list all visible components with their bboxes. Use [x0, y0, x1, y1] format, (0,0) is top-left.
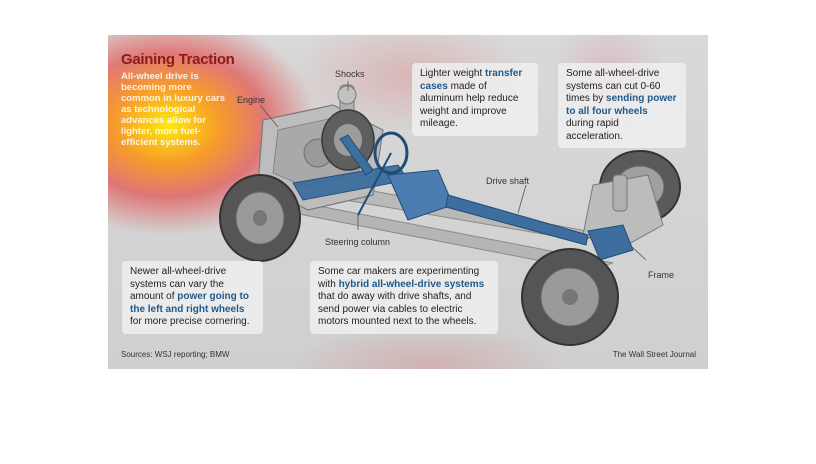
steering-column-label: Steering column — [325, 237, 391, 247]
frame-label: Frame — [648, 270, 675, 280]
steering-wheel — [357, 131, 409, 216]
callout-text: made of aluminum help reduce weight and … — [420, 80, 519, 130]
drive-shaft-label: Drive shaft — [486, 176, 530, 186]
callout-highlight: hybrid all-wheel-drive systems — [338, 278, 485, 290]
rear-left-wheel — [521, 248, 619, 346]
callout-text: for more precise cornering. — [130, 316, 250, 327]
callout-text: Some car makers are experimenting with — [318, 266, 480, 290]
callout-power-four-wheels: Some all-wheel-drive systems can cut 0-6… — [558, 63, 686, 148]
callout-highlight: power going to the left and right wheels — [130, 291, 249, 315]
sources-footer: Sources: WSJ reporting; BMW — [121, 350, 230, 359]
engine-label: Engine — [237, 95, 266, 105]
callout-text: Newer all-wheel-drive systems can vary t… — [130, 266, 227, 302]
graphic-title: Gaining Traction — [121, 51, 235, 68]
callout-highlight: transfer cases — [420, 68, 523, 92]
callout-transfer-cases: Lighter weight transfer cases made of al… — [412, 63, 538, 136]
credit-footer: The Wall Street Journal — [612, 350, 696, 359]
intro-text: All-wheel drive is becoming more common … — [121, 71, 226, 148]
chassis-illustration — [219, 81, 681, 346]
callout-text: that do away with drive shafts, and send… — [318, 291, 477, 327]
rear-differential — [587, 224, 634, 261]
callout-text: Some all-wheel-drive systems can cut 0-6… — [566, 68, 661, 104]
callout-hybrid-systems: Some car makers are experimenting with h… — [310, 261, 498, 334]
callout-text: during rapid acceleration. — [566, 118, 623, 142]
shocks-label: Shocks — [335, 69, 365, 79]
callout-left-right-wheels: Newer all-wheel-drive systems can vary t… — [122, 261, 263, 334]
callout-highlight: sending power to all four wheels — [566, 93, 677, 117]
infographic-panel: Gaining Traction All-wheel drive is beco… — [108, 35, 708, 369]
front-left-wheel — [219, 174, 301, 262]
callout-text: Lighter weight — [420, 68, 486, 79]
